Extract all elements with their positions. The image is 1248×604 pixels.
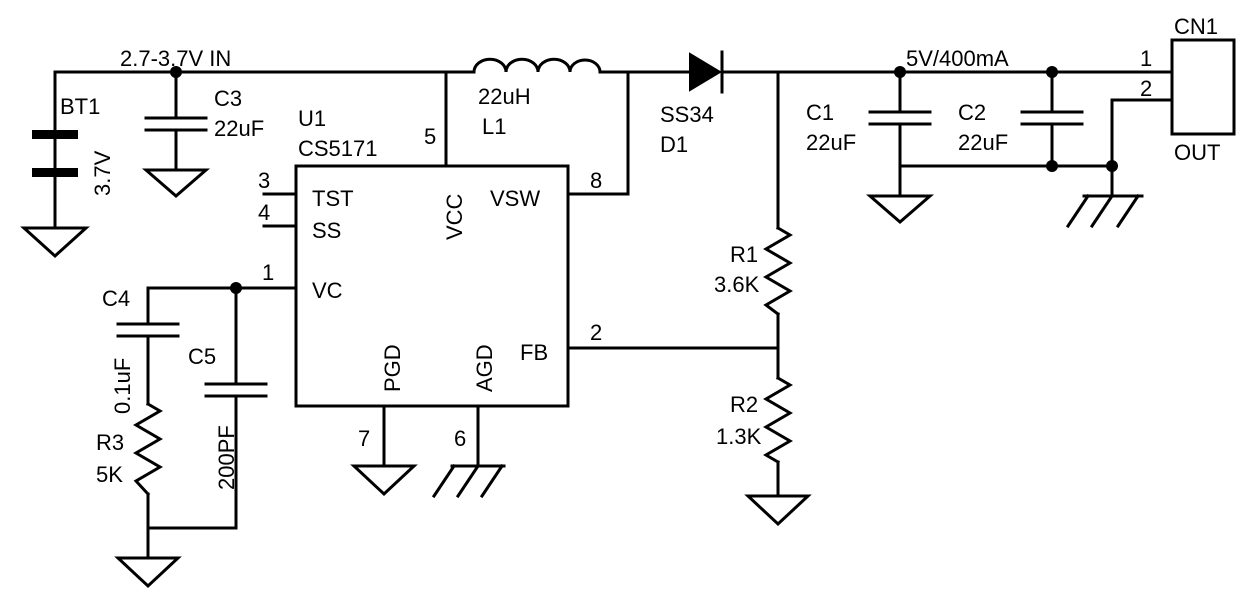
wire-c5-bottom — [146, 394, 238, 530]
junctions — [170, 66, 1118, 294]
l1-ref: L1 — [482, 114, 506, 139]
c1-value: 22uF — [806, 130, 856, 155]
cn1-ref: CN1 — [1174, 14, 1218, 39]
r3-ref: R3 — [96, 430, 124, 455]
d1-ref: D1 — [660, 132, 688, 157]
u1-pin6: 6 — [454, 426, 466, 451]
c1-ref: C1 — [806, 100, 834, 125]
capacitor-c1: C1 22uF — [806, 100, 935, 224]
c4-ref: C4 — [102, 286, 130, 311]
wire-vsw-pin8 — [568, 70, 630, 196]
capacitor-c4: C4 0.1uF — [102, 286, 180, 414]
u1-label-ss: SS — [312, 218, 341, 243]
cn1-label: OUT — [1174, 140, 1220, 165]
diode-anode-triangle — [689, 52, 722, 92]
chassis-ground-hatch — [1065, 193, 1141, 229]
cn1-pin2: 2 — [1140, 76, 1152, 101]
u1-label-vc: VC — [312, 278, 343, 303]
u1-label-pgd: PGD — [380, 344, 405, 392]
u1-pin4: 4 — [258, 200, 270, 225]
chassis-ground-cn1 — [1065, 193, 1144, 229]
r2-value: 1.3K — [716, 424, 762, 449]
resistor-r2: R2 1.3K — [716, 375, 812, 527]
u1-pin2: 2 — [590, 320, 602, 345]
bt1-ref: BT1 — [60, 94, 100, 119]
u1-pin7: 7 — [358, 426, 370, 451]
r1-ref: R1 — [730, 242, 758, 267]
net-label-vout: 5V/400mA — [906, 46, 1009, 71]
connector-cn1: CN1 OUT 1 2 — [1140, 14, 1236, 165]
u1-label-agd: AGD — [472, 344, 497, 392]
c2-value: 22uF — [958, 130, 1008, 155]
ground-c3 — [141, 168, 211, 198]
u1-part: CS5171 — [298, 136, 378, 161]
c5-value: 200PF — [214, 425, 239, 490]
r1-value: 3.6K — [714, 272, 760, 297]
junction-c1 — [894, 66, 906, 78]
ground-r3 — [114, 556, 182, 589]
bt1-value: 3.7V — [90, 150, 115, 196]
diode-d1: SS34 D1 — [660, 50, 724, 157]
junction-c2-gnd — [1046, 160, 1058, 172]
agd-ground-hatch — [431, 463, 505, 499]
r3-value: 5K — [96, 462, 123, 487]
u1-body — [294, 164, 570, 408]
battery-bt1: BT1 3.7V — [20, 94, 115, 259]
r3-zigzag — [133, 401, 163, 497]
r2-zigzag — [763, 375, 793, 465]
ground-pgd — [350, 464, 418, 497]
u1-pin5: 5 — [424, 124, 436, 149]
ic-u1: U1 CS5171 TST SS VC VSW FB VCC PGD AGD 3… — [258, 106, 602, 451]
chassis-ground-agd — [431, 463, 506, 499]
r1-zigzag — [763, 225, 793, 317]
c5-ref: C5 — [188, 344, 216, 369]
c4-value: 0.1uF — [110, 358, 135, 414]
capacitor-c3: C3 22uF — [141, 86, 264, 198]
inductor-l1: 22uH L1 — [472, 57, 602, 139]
c3-ref: C3 — [214, 86, 242, 111]
junction-vc — [230, 282, 242, 294]
l1-value: 22uH — [478, 84, 531, 109]
resistor-r3: R3 5K — [96, 401, 182, 589]
ground-bt1 — [20, 226, 90, 259]
cn1-pin1: 1 — [1140, 46, 1152, 71]
d1-value: SS34 — [660, 102, 714, 127]
resistor-r1: R1 3.6K — [714, 225, 793, 317]
u1-label-tst: TST — [312, 186, 354, 211]
c2-ref: C2 — [958, 100, 986, 125]
inductor-coil — [472, 57, 602, 74]
capacitor-c5: C5 200PF — [188, 344, 268, 490]
junction-c3 — [170, 66, 182, 78]
c3-value: 22uF — [214, 116, 264, 141]
ground-c1 — [865, 194, 935, 224]
u1-label-vsw: VSW — [490, 186, 540, 211]
u1-ref: U1 — [298, 106, 326, 131]
junction-c2 — [1046, 66, 1058, 78]
wires — [53, 70, 1174, 560]
capacitor-c2: C2 22uF — [958, 100, 1084, 155]
net-label-vin: 2.7-3.7V IN — [120, 46, 231, 71]
battery-plate-top — [32, 130, 78, 139]
ground-r2 — [744, 494, 812, 527]
u1-label-vcc: VCC — [442, 193, 467, 240]
battery-plate-bottom — [32, 168, 78, 177]
u1-label-fb: FB — [520, 340, 548, 365]
u1-pin1: 1 — [262, 260, 274, 285]
u1-pin3: 3 — [258, 168, 270, 193]
junction-cn1-gnd — [1106, 160, 1118, 172]
cn1-body — [1170, 38, 1236, 136]
r2-ref: R2 — [730, 392, 758, 417]
u1-pin8: 8 — [590, 168, 602, 193]
